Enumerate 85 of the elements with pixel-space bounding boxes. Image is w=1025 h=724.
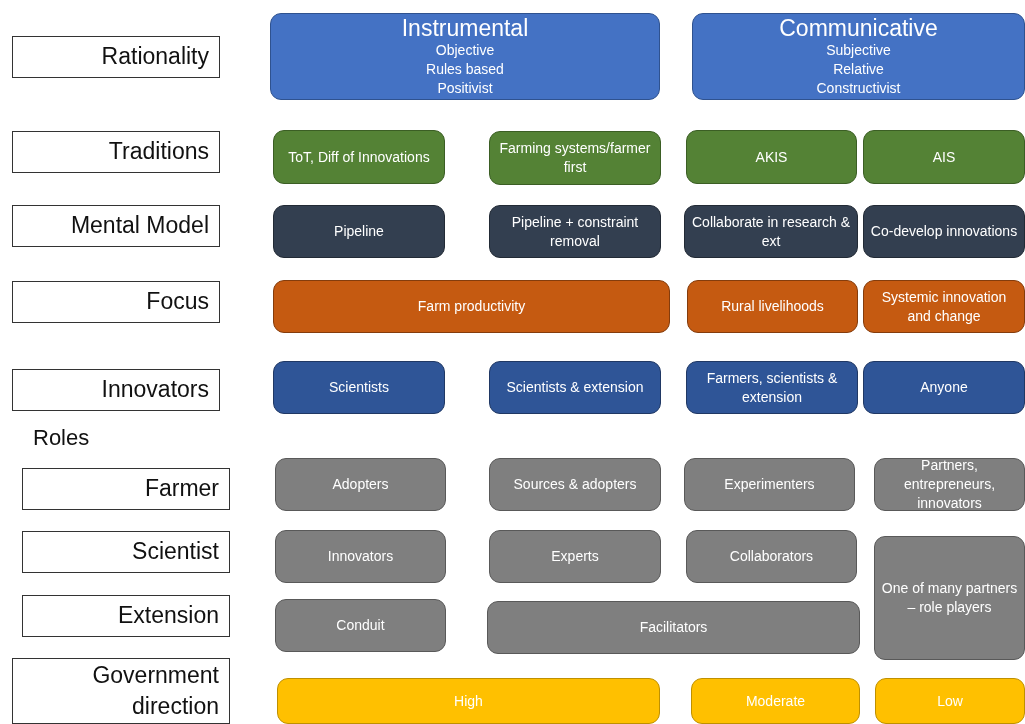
row-header-box <box>12 281 220 323</box>
category-box <box>277 678 660 724</box>
box-label: Scientists & extension <box>506 378 644 397</box>
category-box <box>684 205 858 258</box>
box-label: Pipeline <box>334 222 384 241</box>
box-label: Farming systems/farmer first <box>498 139 652 177</box>
row-heading: Innovators <box>101 375 209 405</box>
category-box <box>489 205 661 258</box>
box-label: Moderate <box>745 691 806 711</box>
category-box <box>686 130 857 184</box>
box-label: Anyone <box>920 378 968 397</box>
box-label: Pipeline + constraint removal <box>510 212 640 251</box>
row-header-box <box>22 468 230 510</box>
row-heading: Government direction <box>91 660 219 721</box>
row-heading: Extension <box>118 601 219 631</box>
box-label: Collaborators <box>729 547 814 566</box>
row-header-box <box>22 531 230 573</box>
row-heading: Rationality <box>101 42 209 72</box>
heading-note: Subjective <box>826 40 891 60</box>
category-box <box>273 130 445 184</box>
row-header-box <box>12 36 220 78</box>
category-box <box>686 361 858 414</box>
heading-box <box>692 13 1025 100</box>
row-heading: Scientist <box>132 537 219 567</box>
box-label: Scientists <box>329 378 389 397</box>
category-box <box>489 361 661 414</box>
box-label: Low <box>937 691 963 711</box>
box-label: Partners, entrepreneurs, innovators <box>902 456 997 513</box>
box-label: ToT, Diff of Innovations <box>288 147 430 167</box>
column-heading: Instrumental <box>401 15 529 41</box>
category-box <box>489 530 661 583</box>
row-heading: Mental Model <box>70 211 209 241</box>
box-label: Systemic innovation and change <box>880 287 1008 326</box>
category-box <box>874 458 1025 511</box>
box-label: Innovators <box>327 547 394 566</box>
category-box <box>489 458 661 511</box>
row-header-box <box>12 658 230 724</box>
category-box <box>863 205 1025 258</box>
row-header-box <box>22 595 230 637</box>
category-box <box>686 530 857 583</box>
category-box <box>273 361 445 414</box>
category-box <box>275 530 446 583</box>
category-box <box>275 458 446 511</box>
row-heading: Focus <box>146 287 209 317</box>
category-box <box>863 130 1025 184</box>
box-label: Rural livelihoods <box>721 297 824 316</box>
category-box <box>863 280 1025 333</box>
heading-note: Relative <box>833 59 884 79</box>
section-heading: Roles <box>33 425 90 451</box>
box-label: AKIS <box>755 147 788 167</box>
row-header-box <box>12 131 220 173</box>
category-box <box>273 280 670 333</box>
category-box <box>863 361 1025 414</box>
category-box <box>489 131 661 185</box>
box-label: Facilitators <box>639 618 708 637</box>
box-label: Experts <box>551 547 599 566</box>
row-header-box <box>12 369 220 411</box>
row-heading: Farmer <box>144 474 219 504</box>
category-box <box>687 280 858 333</box>
category-box <box>691 678 860 724</box>
row-heading: Traditions <box>108 137 209 167</box>
box-label: Collaborate in research & ext <box>691 212 851 251</box>
heading-note: Positivist <box>437 78 493 98</box>
row-header-box <box>12 205 220 247</box>
box-label: Adopters <box>332 475 389 494</box>
category-box <box>684 458 855 511</box>
box-label: Sources & adopters <box>513 475 637 494</box>
category-box <box>874 536 1025 660</box>
box-label: Conduit <box>336 616 385 635</box>
box-label: AIS <box>932 147 956 167</box>
box-label: High <box>454 691 483 711</box>
category-box <box>273 205 445 258</box>
box-label: Co-develop innovations <box>870 222 1018 241</box>
category-box <box>487 601 860 654</box>
column-heading: Communicative <box>779 15 938 41</box>
box-label: Farmers, scientists & extension <box>705 368 839 407</box>
box-label: Experimenters <box>724 475 815 494</box>
heading-box <box>270 13 660 100</box>
heading-note: Objective <box>435 40 495 60</box>
heading-note: Rules based <box>426 59 504 79</box>
box-label: One of many partners – role players <box>881 579 1018 617</box>
box-label: Farm productivity <box>417 297 526 316</box>
category-box <box>875 678 1025 724</box>
heading-note: Constructivist <box>816 78 901 98</box>
category-box <box>275 599 446 652</box>
